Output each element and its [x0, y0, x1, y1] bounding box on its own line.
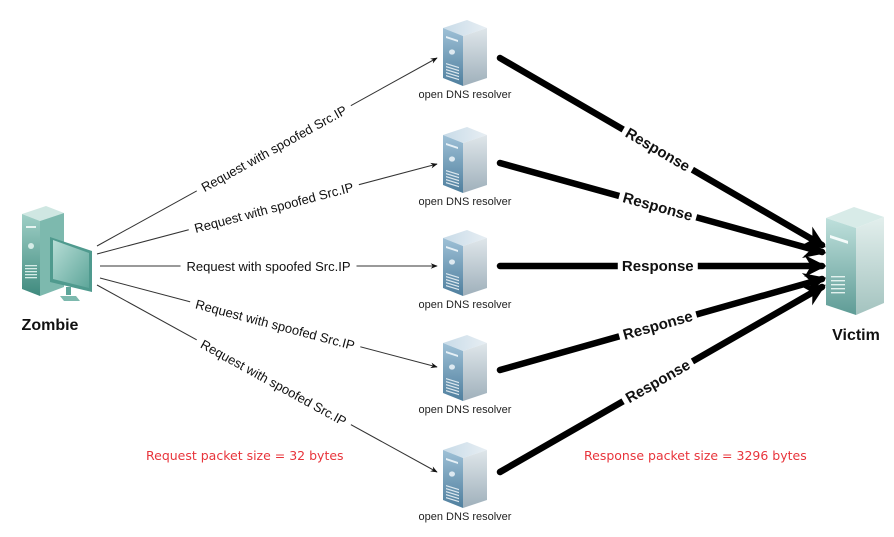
- label-background: [618, 121, 697, 178]
- response-label-group: Response: [617, 257, 698, 275]
- resolver-node: open DNS resolver: [419, 127, 512, 208]
- response-size-note: Response packet size = 3296 bytes: [584, 448, 807, 463]
- label-background: [616, 187, 699, 226]
- request-label: Request with spoofed Src.IP: [199, 102, 350, 195]
- request-label: Request with spoofed Src.IP: [198, 337, 349, 429]
- server-tower-icon: [443, 442, 487, 508]
- resolver-node: open DNS resolver: [419, 335, 512, 416]
- resolver-label: open DNS resolver: [419, 89, 512, 101]
- resolver-node: open DNS resolver: [419, 442, 512, 523]
- label-background: [187, 293, 363, 356]
- resolver-node: open DNS resolver: [419, 20, 512, 101]
- victim-label: Victim: [832, 327, 880, 344]
- response-label-group: Response: [616, 187, 699, 226]
- label-background: [192, 97, 356, 199]
- label-background: [186, 175, 362, 239]
- server-tower-icon: [443, 20, 487, 86]
- zombie-node: Zombie: [22, 206, 92, 334]
- response-label-group: Response: [618, 121, 697, 178]
- resolver-label: open DNS resolver: [419, 511, 512, 523]
- response-label-group: Response: [618, 353, 697, 410]
- request-size-note: Request packet size = 32 bytes: [146, 448, 344, 463]
- request-arrows: Request with spoofed Src.IP Request with …: [96, 57, 438, 473]
- server-tower-icon: [826, 207, 884, 315]
- label-background: [192, 331, 356, 433]
- response-label: Response: [623, 357, 694, 407]
- label-background: [617, 257, 698, 275]
- server-tower-icon: [443, 127, 487, 193]
- request-label-group: Request with spoofed Src.IP: [180, 257, 357, 275]
- response-label: Response: [621, 308, 695, 344]
- response-label: Response: [621, 189, 695, 224]
- server-tower-icon: [443, 230, 487, 296]
- resolver-label: open DNS resolver: [419, 299, 512, 311]
- response-label-group: Response: [616, 305, 699, 345]
- resolver-group: open DNS resolver open DNS resolver open D…: [419, 20, 512, 523]
- resolver-label: open DNS resolver: [419, 404, 512, 416]
- label-background: [180, 257, 357, 275]
- response-label: Response: [622, 258, 694, 275]
- zombie-label: Zombie: [22, 317, 79, 334]
- resolver-node: open DNS resolver: [419, 230, 512, 311]
- server-tower-icon: [443, 335, 487, 401]
- resolver-label: open DNS resolver: [419, 196, 512, 208]
- label-background: [618, 353, 697, 410]
- response-label: Response: [622, 125, 693, 176]
- desktop-computer-icon: [22, 206, 92, 301]
- request-label: Request with spoofed Src.IP: [186, 259, 350, 274]
- label-background: [616, 305, 699, 345]
- victim-node: Victim: [826, 207, 884, 344]
